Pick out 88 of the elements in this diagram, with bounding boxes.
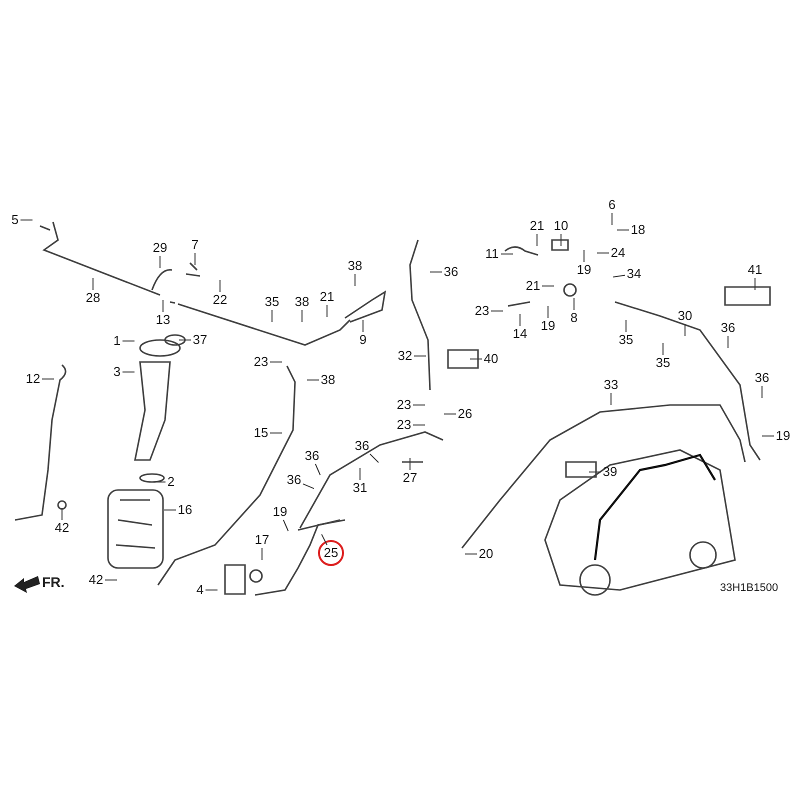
callout-number: 2 xyxy=(166,475,176,489)
callout-number: 1 xyxy=(112,334,122,348)
callout-number: 36 xyxy=(354,439,370,453)
callout-number: 38 xyxy=(294,295,310,309)
callout-number: 23 xyxy=(474,304,490,318)
callout-number: 4 xyxy=(195,583,205,597)
callout-number: 21 xyxy=(524,279,542,293)
callout-number: 36 xyxy=(442,265,460,279)
callout-number: 42 xyxy=(54,521,70,535)
leader-line xyxy=(354,274,356,286)
front-label: FR. xyxy=(42,574,65,590)
callout-number: 23 xyxy=(396,398,412,412)
leader-line xyxy=(302,483,314,490)
leader-line xyxy=(470,358,482,360)
callout-number: 33 xyxy=(602,378,620,392)
callout-number: 7 xyxy=(190,238,200,252)
leader-line xyxy=(92,278,94,290)
callout-number: 19 xyxy=(576,263,592,277)
callout-number: 9 xyxy=(358,333,368,347)
callout-number: 25 xyxy=(322,546,340,560)
callout-number: 32 xyxy=(396,349,414,363)
leader-line xyxy=(596,252,610,254)
callout-number: 11 xyxy=(484,247,500,261)
leader-line xyxy=(412,404,426,406)
callout-number: 36 xyxy=(304,449,320,463)
callout-number: 35 xyxy=(264,295,280,309)
callout-number: 34 xyxy=(626,267,642,281)
callout-number: 15 xyxy=(252,426,270,440)
leader-line xyxy=(194,252,196,266)
leader-line xyxy=(321,534,328,546)
callout-number: 39 xyxy=(602,465,618,479)
callout-number: 19 xyxy=(540,319,556,333)
leader-line xyxy=(754,278,756,290)
callout-number: 36 xyxy=(286,473,302,487)
callout-number: 12 xyxy=(24,372,42,386)
callout-number: 30 xyxy=(676,309,694,323)
leader-line xyxy=(610,392,612,406)
callout-number: 41 xyxy=(746,263,764,277)
callout-number: 35 xyxy=(654,356,672,370)
callout-number: 17 xyxy=(254,533,270,547)
callout-number: 14 xyxy=(512,327,528,341)
leader-line xyxy=(684,324,686,336)
leader-line xyxy=(362,320,364,332)
leader-line xyxy=(42,378,54,380)
leader-line xyxy=(122,340,135,342)
callout-number: 10 xyxy=(552,219,570,233)
callout-number: 19 xyxy=(272,505,288,519)
callout-number: 16 xyxy=(176,503,194,517)
callout-number: 37 xyxy=(192,333,208,347)
leader-line xyxy=(370,454,379,463)
leader-line xyxy=(270,432,282,434)
callout-number: 22 xyxy=(212,293,228,307)
callout-number: 38 xyxy=(320,373,336,387)
callout-number: 18 xyxy=(630,223,646,237)
diagram-code: 33H1B1500 xyxy=(720,582,778,594)
callout-number: 36 xyxy=(754,371,770,385)
callout-number: 42 xyxy=(88,573,104,587)
callout-number: 38 xyxy=(346,259,364,273)
callout-number: 19 xyxy=(774,429,792,443)
callout-number: 27 xyxy=(402,471,418,485)
callout-number: 26 xyxy=(456,407,474,421)
callout-number: 13 xyxy=(154,313,172,327)
callout-number: 3 xyxy=(112,365,122,379)
leader-line xyxy=(612,274,626,278)
callout-number: 28 xyxy=(84,291,102,305)
callout-number: 23 xyxy=(396,418,412,432)
callout-number: 21 xyxy=(318,290,336,304)
leader-line xyxy=(412,424,426,426)
leader-line xyxy=(162,300,164,312)
leader-line xyxy=(662,342,664,356)
callout-number: 21 xyxy=(528,219,546,233)
leader-line xyxy=(282,520,289,532)
leader-line xyxy=(490,310,504,312)
callout-number: 31 xyxy=(352,481,368,495)
callout-number: 8 xyxy=(569,311,579,325)
leader-line xyxy=(326,304,328,318)
callout-number: 20 xyxy=(478,547,494,561)
callout-number: 23 xyxy=(252,355,270,369)
callout-number: 36 xyxy=(720,321,736,335)
callout-number: 29 xyxy=(152,241,168,255)
callout-number: 35 xyxy=(618,333,634,347)
leader-line xyxy=(560,234,562,246)
callout-number: 24 xyxy=(610,246,626,260)
callout-number: 40 xyxy=(482,352,500,366)
leader-line xyxy=(536,234,538,246)
callout-number: 5 xyxy=(10,213,20,227)
callout-number: 6 xyxy=(607,198,617,212)
leader-line xyxy=(314,464,321,476)
